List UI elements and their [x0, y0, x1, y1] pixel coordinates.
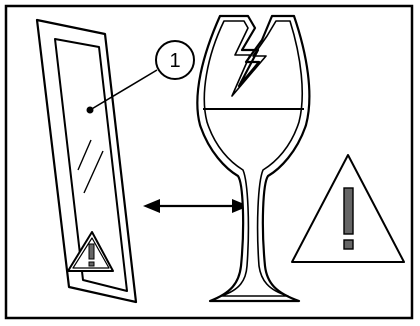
glass-reflection-line: [78, 140, 91, 170]
glass-reflection-line: [84, 151, 103, 193]
large-warning-exclamation-bar: [344, 188, 353, 234]
broken-wine-glass-icon: [197, 16, 309, 301]
callout-leader-line: [90, 70, 157, 110]
double-arrow-head-left: [143, 199, 160, 213]
double-arrow-icon: [143, 199, 249, 213]
large-warning-exclamation-dot: [344, 240, 353, 249]
callout-number: 1: [169, 50, 180, 72]
small-warning-exclamation-bar: [89, 244, 94, 259]
warning-triangle-icon: [68, 232, 113, 271]
wine-glass-outer: [197, 16, 309, 301]
callout-marker: 1: [156, 41, 194, 79]
small-warning-exclamation-dot: [89, 262, 94, 266]
warning-triangle-icon: [292, 155, 404, 262]
